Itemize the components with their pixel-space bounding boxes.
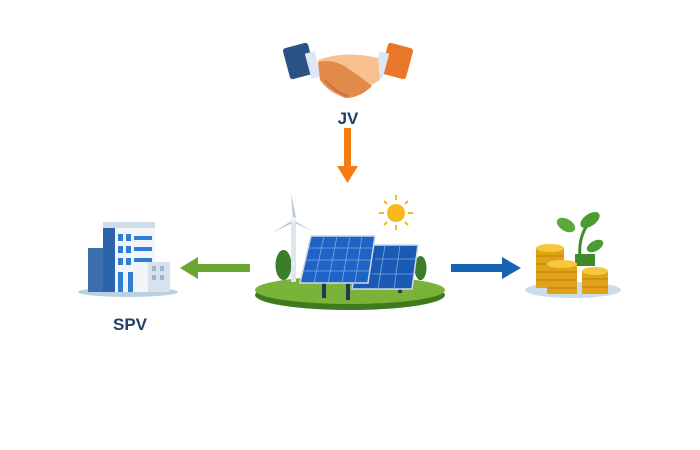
coin-stack-middle [547,260,577,294]
coin-stack-right [582,267,608,294]
green-arrow-left [180,257,250,279]
solar-panel-front [299,235,376,284]
sun-icon [379,195,413,230]
wind-turbine-icon [272,193,312,282]
coins-plant-icon [525,212,621,298]
orange-arrow-down [337,128,358,183]
tree-left-icon [275,250,292,280]
handshake-icon [282,42,414,98]
solar-farm-icon [255,193,445,310]
office-building-icon [78,222,178,297]
blue-arrow-right [451,257,521,279]
tree-right-icon [414,256,427,280]
jv-label: JV [338,109,359,128]
spv-label: SPV [113,315,148,334]
